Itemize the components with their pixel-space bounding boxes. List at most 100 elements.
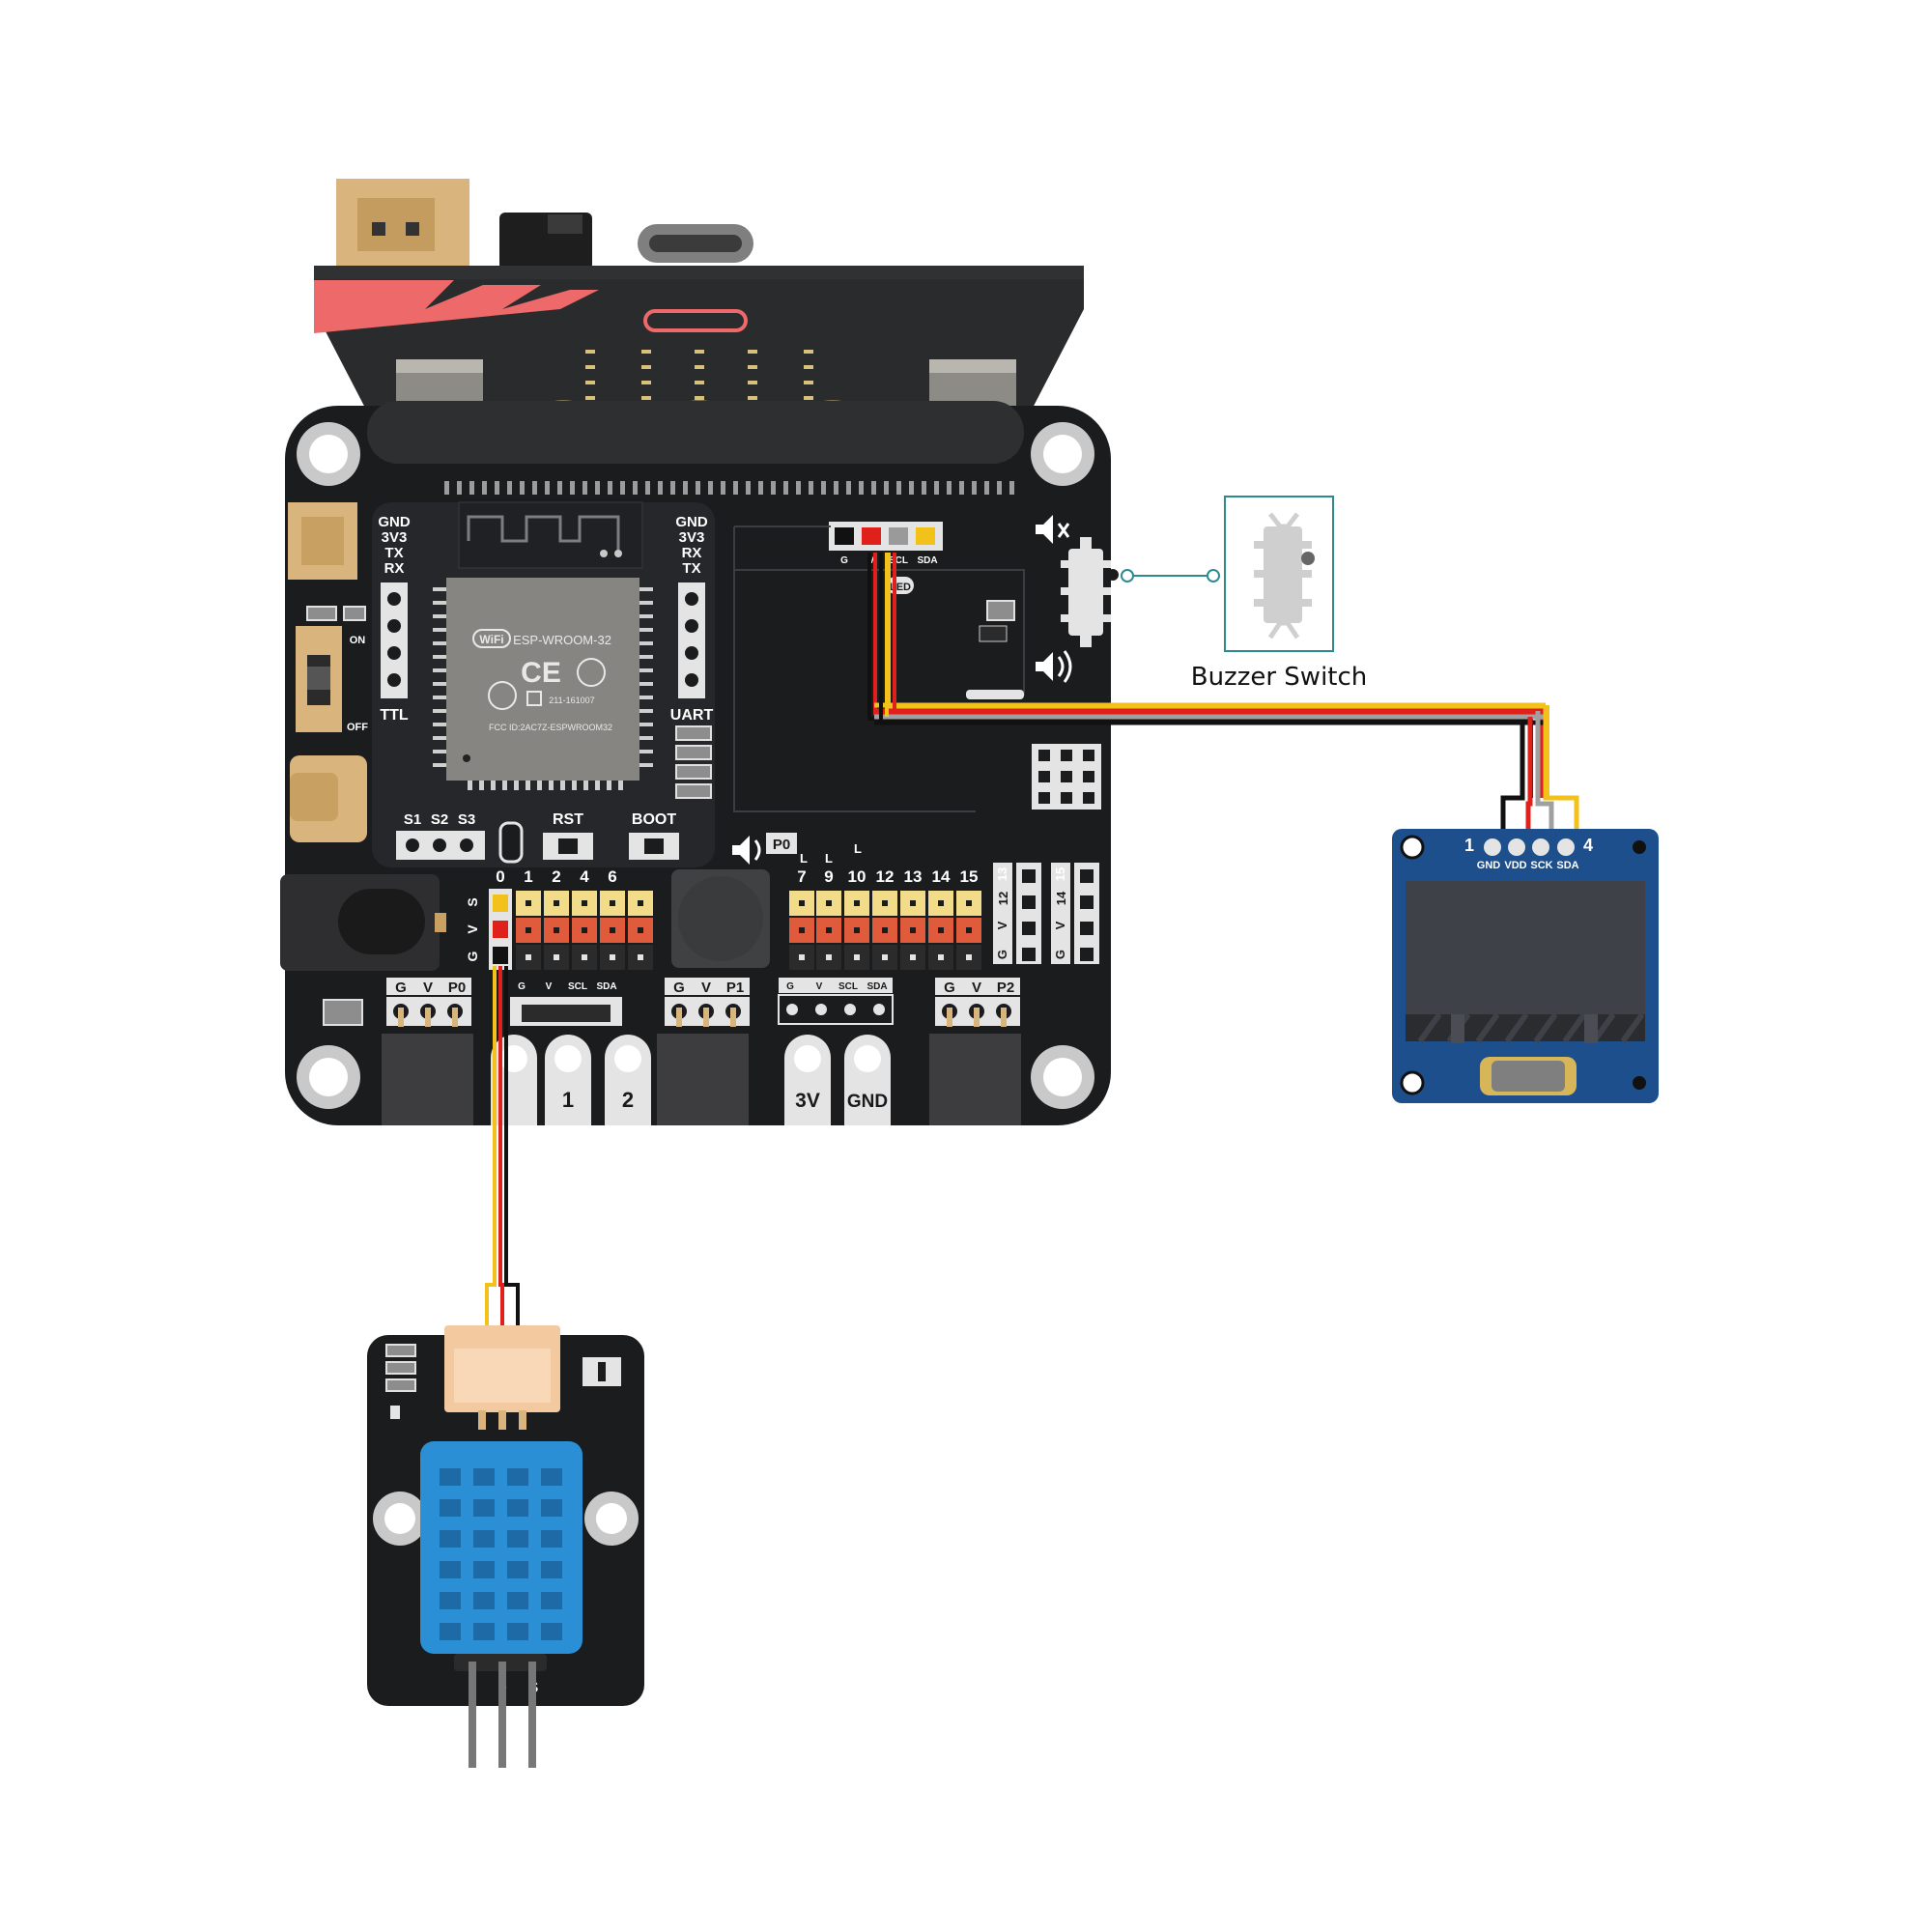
pin-hole (638, 927, 643, 933)
esp-pad (514, 781, 519, 790)
label-s2: S2 (431, 811, 448, 828)
edge-finger (947, 481, 952, 495)
edge-finger (733, 481, 738, 495)
edge-finger (570, 481, 575, 495)
label-s3: S3 (458, 811, 475, 828)
esp-pad (639, 587, 653, 591)
edge-finger (670, 481, 675, 495)
vent-slot (473, 1623, 495, 1640)
esp-pad (433, 655, 446, 659)
boot-jumper (498, 821, 524, 864)
esp-pad (526, 781, 530, 790)
i2c-bl-g: G (518, 981, 526, 992)
edge-finger (972, 481, 977, 495)
ttl-pin-tx: TX (384, 545, 403, 561)
l-mark-1: L (800, 851, 808, 866)
pin-hole (910, 927, 916, 933)
oled-display: 1 4 GND VDD SCK SDA (1392, 829, 1659, 1103)
edge-finger (507, 481, 512, 495)
edge-finger (457, 481, 462, 495)
edge-finger (934, 481, 939, 495)
vent-slot (507, 1623, 528, 1640)
edge-finger (645, 481, 650, 495)
switch-off-label: OFF (347, 722, 368, 733)
gvs-left-g: G (465, 951, 480, 961)
edge-finger (444, 481, 449, 495)
vent-slot (507, 1592, 528, 1609)
dht-smd-parts (385, 1344, 416, 1392)
sound-on-icon (1036, 650, 1072, 683)
edge-finger (633, 481, 638, 495)
pin-9: 9 (824, 867, 833, 886)
pin-hole (526, 900, 531, 906)
edge-pad-gnd: GND (847, 1092, 888, 1112)
pin-hole (854, 900, 860, 906)
vent-slot (507, 1530, 528, 1548)
esp-fcc: FCC ID:2AC7Z-ESPWROOM32 (489, 723, 612, 732)
mute-icon (1036, 515, 1070, 544)
uart-pin-tx: TX (682, 560, 700, 577)
vent-slot (507, 1561, 528, 1578)
uart-pin-rx: RX (682, 545, 702, 561)
edge-fingers (444, 481, 1014, 495)
vent-slot (473, 1561, 495, 1578)
col-g-a: G (995, 950, 1009, 959)
esp-pad (639, 736, 653, 740)
board-buzzer-switch[interactable] (1061, 537, 1119, 647)
esp-pad (560, 781, 565, 790)
edge-finger (620, 481, 625, 495)
pin-13: 13 (904, 867, 923, 886)
esp-pad (537, 781, 542, 790)
header-p2-p: P2 (997, 980, 1014, 996)
edge-pad-2: 2 (622, 1088, 634, 1112)
uart-pin-gnd: GND (675, 514, 708, 530)
esp-cert: 211-161007 (549, 696, 594, 705)
esp-module (446, 578, 639, 781)
pin-6: 6 (608, 867, 616, 886)
pin-hole (526, 954, 531, 960)
edge-finger (608, 481, 612, 495)
pin-hole (638, 900, 643, 906)
pin-2: 2 (552, 867, 560, 886)
wire-oled-main (874, 553, 1579, 831)
edge-finger (821, 481, 826, 495)
header-p1: G V P1 (665, 978, 750, 1027)
pin-hole (1083, 750, 1094, 761)
pin-hole (638, 954, 643, 960)
i2c-bottom-right: G V SCL SDA (778, 978, 894, 1025)
label-boot: BOOT (632, 811, 676, 828)
pin-10: 10 (848, 867, 867, 886)
edge-finger (859, 481, 864, 495)
pin-hole (938, 927, 944, 933)
pin-hole (554, 900, 559, 906)
edge-finger (532, 481, 537, 495)
pin-hole (882, 954, 888, 960)
buzzer-switch-icon (1254, 512, 1315, 639)
esp-pad (433, 628, 446, 632)
i2c-top-v: V (868, 555, 875, 566)
edge-finger (783, 481, 788, 495)
led-matrix (585, 350, 813, 400)
p0-tag-label: P0 (773, 837, 790, 853)
edge-finger (746, 481, 751, 495)
edge-finger (809, 481, 813, 495)
i2c-br-sda: SDA (867, 981, 887, 992)
pin-hole (1083, 792, 1094, 804)
pin-12: 12 (876, 867, 895, 886)
wire-dht (485, 966, 520, 1333)
edge-finger (1009, 481, 1014, 495)
esp-pad (639, 668, 653, 672)
edge-finger (871, 481, 876, 495)
col-14: 14 (1054, 891, 1068, 905)
pin-hole (1038, 792, 1050, 804)
esp-pad (639, 682, 653, 686)
esp-pad (595, 781, 600, 790)
header-p0: G V P0 (386, 978, 471, 1027)
i2c-br-scl: SCL (838, 981, 858, 992)
vent-slot (473, 1499, 495, 1517)
esp-pad (639, 696, 653, 699)
pin-hole (582, 927, 587, 933)
header-p0-p: P0 (448, 980, 466, 996)
ttl-label: TTL (380, 707, 409, 724)
rohs-icon (488, 681, 517, 710)
